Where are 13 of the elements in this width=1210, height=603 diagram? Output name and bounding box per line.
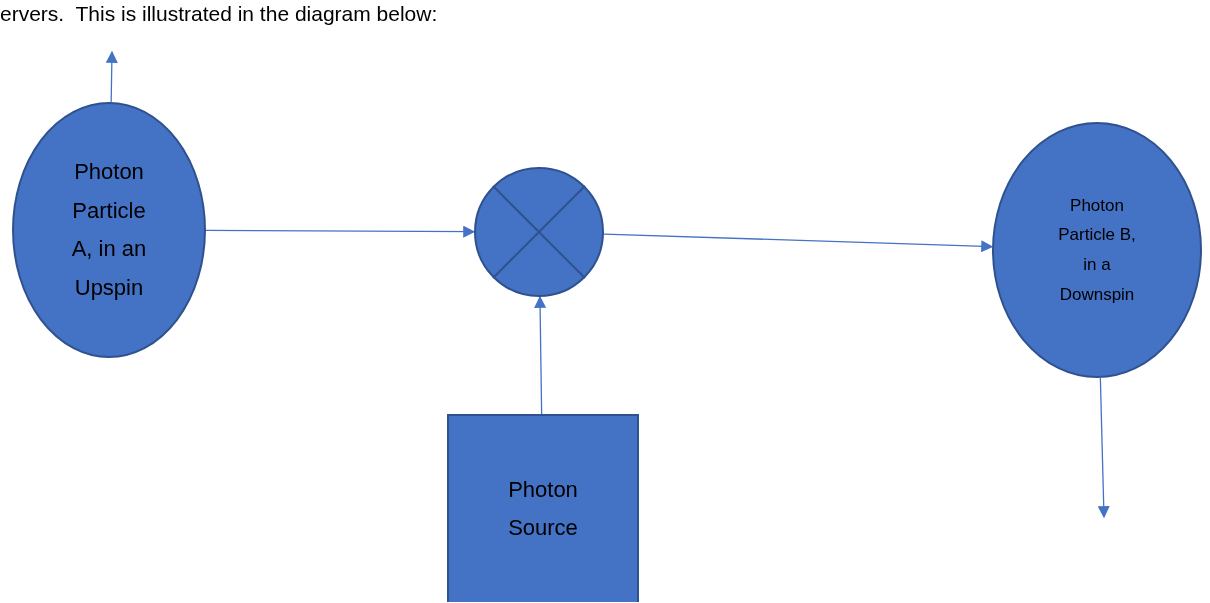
arrow [603,233,994,253]
node-label: Photon Particle A, in an Upspin [70,158,148,302]
particle-ellipse [992,122,1202,378]
arrow [534,295,547,415]
body-text: ervers. This is illustrated in the diagram below: [0,2,438,26]
node-label: Photon Source [507,475,579,542]
arrow [205,225,476,238]
particle-ellipse [12,102,206,358]
node-label: Photon Particle B, in a Downspin [1057,194,1137,306]
arrow [1097,377,1110,519]
combiner-circle [474,167,604,297]
source-box [447,414,639,602]
arrow [105,50,118,103]
